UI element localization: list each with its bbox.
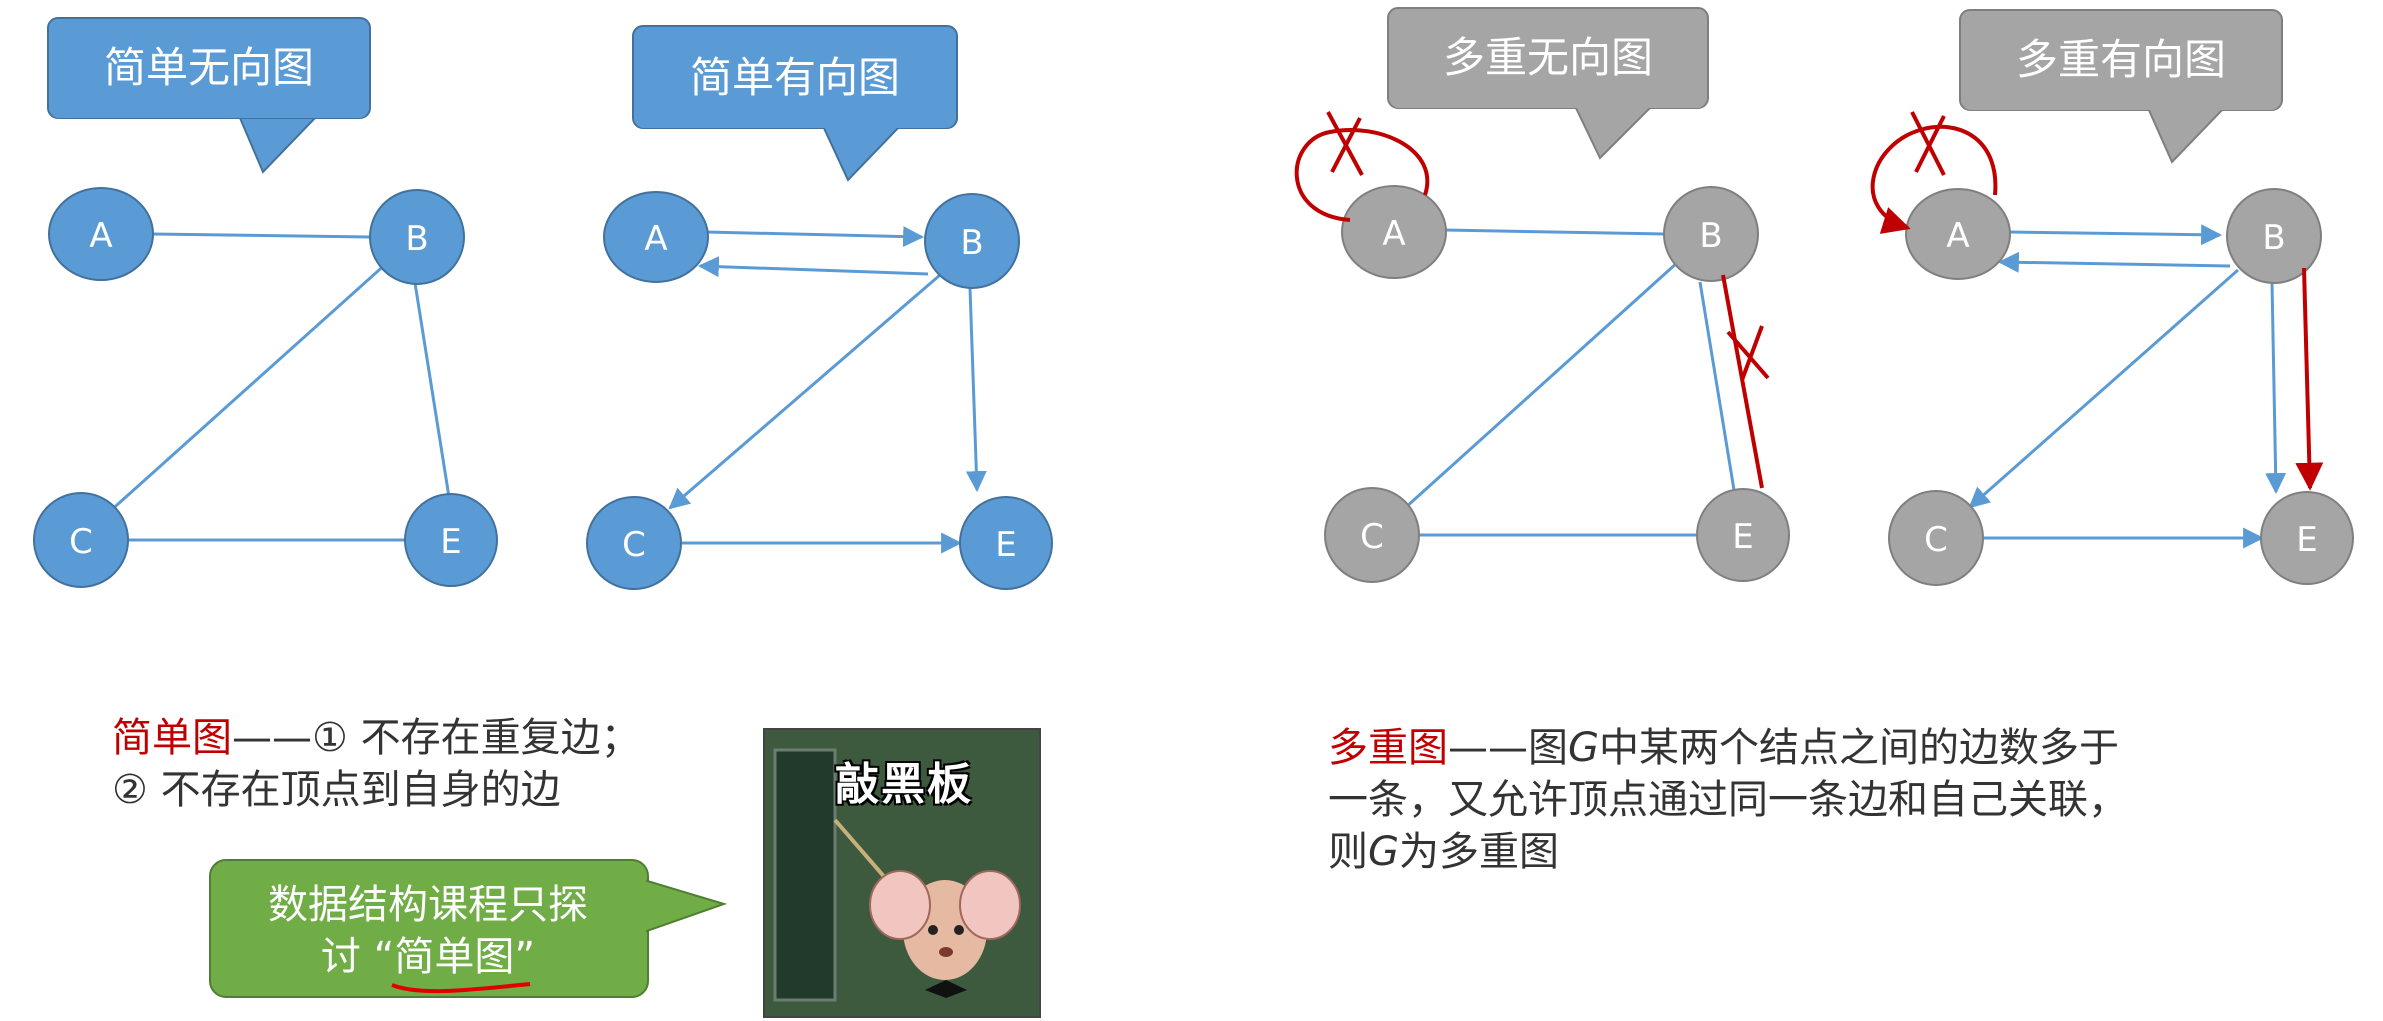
green-callout-line2: 讨 “简单图” — [321, 934, 535, 980]
callout-label: 多重无向图 — [1443, 33, 1653, 82]
node-e: E — [1696, 488, 1790, 582]
callout-label: 简单有向图 — [690, 53, 900, 102]
svg-text:C: C — [622, 525, 646, 565]
callout-label: 多重有向图 — [2016, 35, 2226, 84]
edge-b-to-a — [1997, 251, 2231, 273]
svg-text:E: E — [995, 525, 1016, 565]
multi-def-line3: 则G为多重图 — [1328, 829, 1559, 875]
cross-mark-edge — [1726, 325, 1770, 381]
node-e: E — [404, 493, 498, 587]
simple-undirected-graph: 简单无向图 A B C E — [33, 17, 498, 588]
svg-text:A: A — [89, 216, 112, 256]
svg-text:B: B — [405, 219, 428, 259]
meme-title: 敲黑板 — [835, 759, 973, 810]
node-c: C — [33, 492, 129, 588]
simple-graph-term: 简单图 — [112, 715, 232, 761]
callout-simple-directed: 简单有向图 — [632, 25, 958, 182]
callout-multi-undirected: 多重无向图 — [1387, 7, 1709, 160]
simple-def-line1: 简单图——① 不存在重复边； — [112, 715, 641, 761]
edge-b-e — [1698, 281, 1736, 491]
node-b: B — [2226, 188, 2322, 284]
edge-b-to-e — [2265, 281, 2287, 495]
callout-multi-directed: 多重有向图 — [1959, 9, 2283, 164]
green-callout-line1: 数据结构课程只探 — [268, 882, 588, 928]
simple-def-line2: ② 不存在顶点到自身的边 — [112, 767, 561, 813]
multi-def-line1: 多重图——图G中某两个结点之间的边数多于 — [1328, 725, 2119, 771]
cross-mark-loop — [1326, 111, 1364, 176]
edge-b-to-c — [668, 273, 941, 510]
edge-a-to-b — [705, 226, 925, 248]
svg-text:E: E — [1732, 517, 1753, 557]
underline-annotation — [391, 982, 531, 994]
edge-b-e — [413, 282, 451, 498]
node-a: A — [1341, 185, 1447, 279]
cross-mark-loop — [1910, 111, 1946, 176]
svg-text:B: B — [2262, 218, 2285, 258]
svg-text:C: C — [1360, 517, 1384, 557]
edge-b-c — [1403, 260, 1680, 510]
node-b: B — [1663, 186, 1759, 282]
callout-label: 简单无向图 — [104, 43, 314, 92]
edge-b-c — [106, 260, 390, 515]
blackboard-illustration — [765, 730, 1039, 1016]
svg-text:E: E — [2296, 520, 2317, 560]
edge-b-to-c — [1968, 268, 2239, 509]
node-a: A — [603, 191, 709, 283]
edge-b-to-e — [965, 287, 987, 493]
svg-text:B: B — [960, 223, 983, 263]
svg-text:B: B — [1699, 216, 1722, 256]
multi-graph-term: 多重图 — [1328, 725, 1448, 771]
meme-image: 敲黑板 — [763, 728, 1041, 1018]
svg-text:C: C — [69, 522, 93, 562]
multi-graph-definition: 多重图——图G中某两个结点之间的边数多于 一条，又允许顶点通过同一条边和自己关联… — [1328, 722, 2128, 878]
edge-b-to-a — [697, 256, 929, 278]
edge-a-to-b — [2009, 224, 2223, 246]
node-a: A — [1905, 188, 2011, 280]
multi-def-line2: 一条，又允许顶点通过同一条边和自己关联， — [1328, 777, 2128, 823]
simple-directed-graph: 简单有向图 A B C E — [586, 25, 1053, 590]
node-c: C — [1324, 487, 1420, 583]
self-loop-annotation — [1294, 128, 1430, 222]
node-e: E — [2260, 491, 2354, 585]
node-c: C — [1888, 490, 1984, 586]
node-b: B — [924, 193, 1020, 289]
edge-a-b — [151, 232, 371, 239]
node-a: A — [48, 187, 154, 281]
svg-text:C: C — [1924, 520, 1948, 560]
multi-directed-graph: 多重有向图 A B C E — [1870, 9, 2354, 586]
parallel-edge-annotation — [1721, 274, 1764, 489]
svg-text:A: A — [1946, 216, 1969, 256]
node-c: C — [586, 496, 682, 590]
simple-graph-definition: 简单图——① 不存在重复边； ② 不存在顶点到自身的边 — [112, 712, 641, 816]
svg-text:A: A — [644, 219, 667, 259]
green-callout: 数据结构课程只探 讨 “简单图” — [209, 859, 728, 998]
node-e: E — [959, 496, 1053, 590]
svg-text:A: A — [1382, 214, 1405, 254]
edge-a-b — [1444, 228, 1665, 236]
callout-simple-undirected: 简单无向图 — [47, 17, 371, 174]
multi-undirected-graph: 多重无向图 A B C E — [1294, 7, 1790, 583]
parallel-edge-arrow-annotation — [2295, 267, 2324, 491]
node-b: B — [369, 189, 465, 285]
svg-text:E: E — [440, 522, 461, 562]
